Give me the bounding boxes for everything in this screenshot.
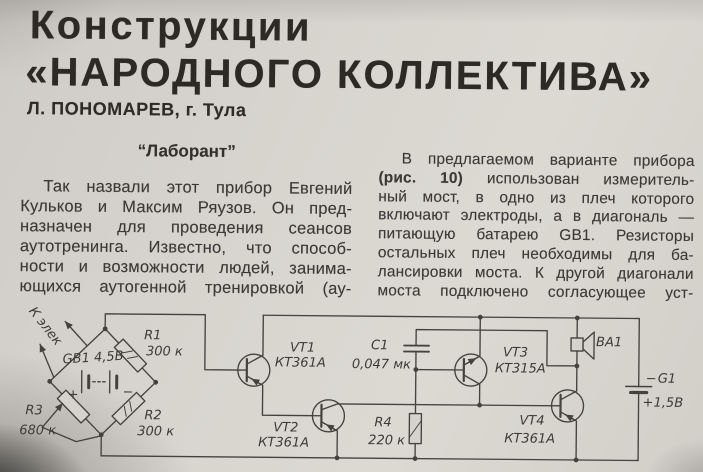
label-g1-value: 1,5В [653,396,683,411]
transistor-vt1 [237,314,314,417]
resistor-r4 [408,412,423,460]
label-electrodes: К элек [25,304,65,348]
bottom-supply-rail [100,455,639,462]
label-vt3-type: КТ315А [495,361,546,376]
junction-dots [47,314,580,463]
label-r3-name: R3 [25,403,42,418]
label-vt1-type: КТ361А [275,355,326,370]
top-supply-rail [262,314,640,320]
label-r1-name: R1 [144,328,161,343]
label-r4-value: 220 к [368,433,405,448]
transistor-vt4 [550,365,585,461]
resistor-r3 [41,389,102,443]
label-gb1-plus: + [68,388,79,403]
resistor-r1 [113,338,148,373]
label-r4-name: R4 [374,415,391,430]
battery-gb1 [80,369,119,394]
label-c1-name: C1 [371,338,388,353]
label-vt2-type: КТ361А [258,435,309,450]
label-vt2-name: VT2 [273,420,298,435]
label-ba1: BA1 [596,335,622,350]
label-c1-value: 0,047 мк [352,357,411,373]
label-gb1: GB1 4,5В [62,349,124,368]
battery-g1 [624,317,653,462]
label-g1-minus: − [646,372,657,387]
electrode-leads [39,320,88,379]
label-vt1-name: VT1 [290,340,315,355]
label-gb1-minus: − [123,385,134,400]
label-g1-name: G1 [658,372,676,387]
speaker-ba1 [570,317,595,367]
transistor-vt2 [311,399,346,459]
label-vt4-name: VT4 [519,413,544,428]
label-r3-value: 680 к [19,423,56,438]
label-r1-value: 300 к [146,344,183,359]
label-g1-plus: + [642,396,653,411]
label-vt3-name: VT3 [503,345,528,360]
label-vt4-type: КТ361А [504,431,555,446]
capacitor-c1 [403,328,578,415]
emitter-base-rail [336,403,562,407]
resistor-r2 [111,391,146,426]
label-r2-name: R2 [144,408,161,423]
label-r2-value: 300 к [137,424,174,439]
